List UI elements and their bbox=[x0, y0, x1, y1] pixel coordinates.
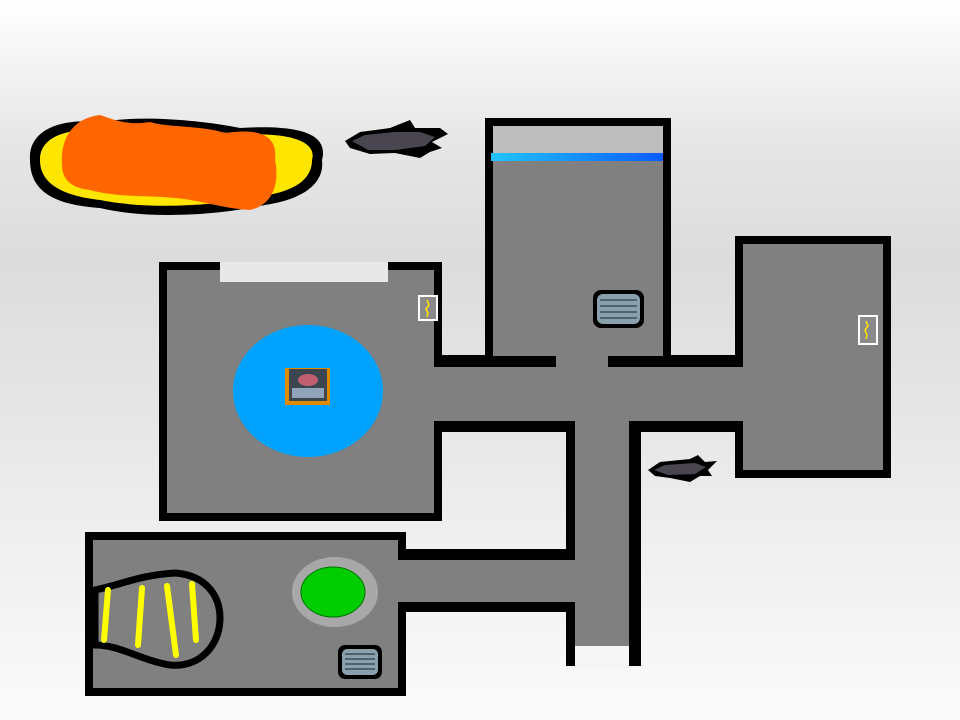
corridor-bottom-opening bbox=[575, 646, 629, 668]
lower-corridor bbox=[395, 560, 577, 602]
vent-icon[interactable] bbox=[593, 290, 644, 328]
top-room-stripe bbox=[493, 126, 663, 153]
floors bbox=[93, 126, 883, 688]
vertical-corridor bbox=[575, 420, 629, 666]
door-top-room bbox=[556, 350, 608, 370]
green-pad-icon[interactable] bbox=[292, 557, 378, 627]
left-room-top-opening bbox=[220, 262, 388, 282]
blue-bar bbox=[491, 153, 663, 161]
electric-switch-icon[interactable] bbox=[858, 315, 878, 345]
emergency-button-icon[interactable] bbox=[285, 368, 330, 405]
asteroid-debris-icon[interactable] bbox=[345, 120, 448, 158]
asteroid-debris-icon[interactable] bbox=[648, 455, 717, 482]
engine-stripes-icon[interactable] bbox=[91, 569, 224, 669]
horizontal-corridor bbox=[434, 367, 745, 421]
vent-icon[interactable] bbox=[338, 645, 382, 679]
right-room bbox=[743, 244, 883, 470]
fire-hazard-icon[interactable] bbox=[29, 115, 324, 216]
electric-switch-icon[interactable] bbox=[418, 295, 438, 321]
